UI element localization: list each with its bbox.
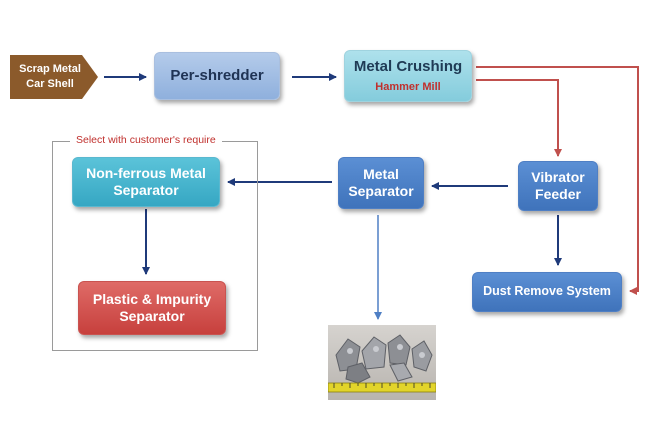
dust-remove-label: Dust Remove System <box>483 284 611 299</box>
node-metal-separator: Metal Separator <box>338 157 424 209</box>
plastic-line-2: Separator <box>119 308 185 324</box>
input-line-1: Scrap Metal <box>19 63 81 76</box>
node-vibrator-feeder: Vibrator Feeder <box>518 161 598 211</box>
metal-crushing-label: Metal Crushing <box>353 57 463 75</box>
node-metal-crushing: Metal Crushing Hammer Mill <box>344 50 472 102</box>
nonferrous-line-1: Non-ferrous Metal <box>86 164 206 181</box>
input-scrap-shape <box>10 55 98 99</box>
vibrator-line-2: Feeder <box>535 186 581 202</box>
metal-crushing-sublabel: Hammer Mill <box>375 80 441 93</box>
arrow-crushing-to-vibrator <box>476 79 562 157</box>
node-pre-shredder: Per-shredder <box>154 52 280 100</box>
select-group-label: Select with customer's require <box>70 134 222 146</box>
node-plastic-separator: Plastic & Impurity Separator <box>78 281 226 335</box>
metal-pieces-image <box>328 334 436 393</box>
input-line-2: Car Shell <box>26 78 74 90</box>
metal-separator-line-2: Separator <box>348 183 414 199</box>
node-dust-remove-system: Dust Remove System <box>472 272 622 312</box>
nonferrous-line-2: Separator <box>113 182 179 198</box>
plastic-line-1: Plastic & Impurity <box>92 290 212 307</box>
node-nonferrous-separator: Non-ferrous Metal Separator <box>72 157 220 207</box>
arrow-crushing-to-dust <box>476 66 639 295</box>
input-scrap-label: Scrap Metal Car Shell <box>10 55 90 99</box>
vibrator-line-1: Vibrator <box>531 168 585 185</box>
pre-shredder-label: Per-shredder <box>170 66 264 84</box>
output-metal-photo <box>328 325 436 400</box>
metal-separator-line-1: Metal <box>363 165 399 182</box>
